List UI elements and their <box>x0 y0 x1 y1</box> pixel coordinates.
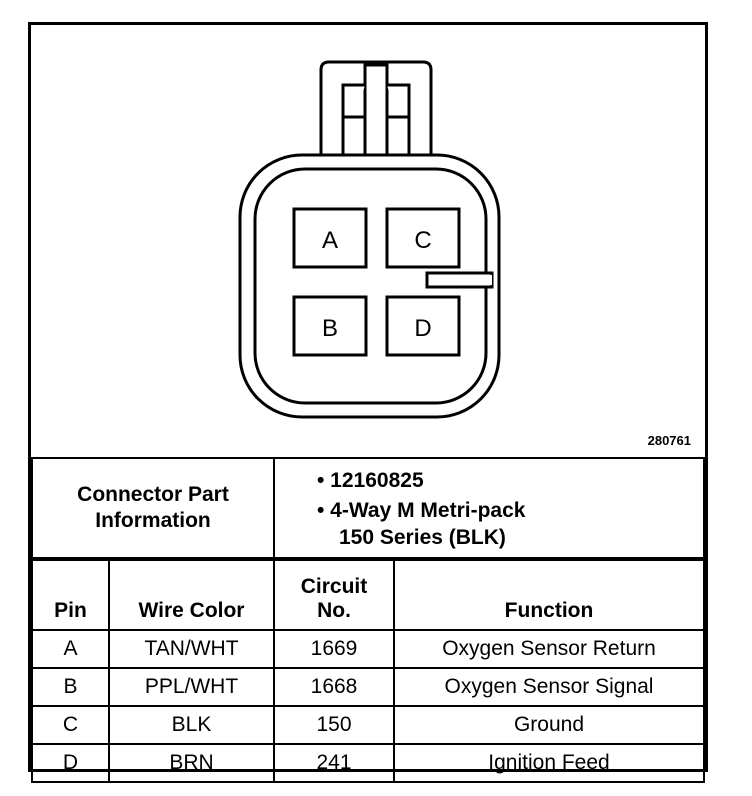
part-number: • 12160825 <box>317 469 424 492</box>
pin-cavity-d <box>385 295 461 357</box>
connector-info-table: Connector Part Information • 12160825 • … <box>31 457 705 559</box>
pin-cavity-b <box>292 295 368 357</box>
table-row: D BRN 241 Ignition Feed <box>31 743 705 783</box>
pin-label-c: C <box>414 227 431 254</box>
connector-info-label-line1: Connector Part <box>77 483 229 506</box>
function-cell: Ground <box>393 705 705 745</box>
pin-label-d: D <box>414 315 431 342</box>
circuit-cell: 241 <box>273 743 395 783</box>
header-circuit: Circuit No. <box>273 559 395 631</box>
table-row: A TAN/WHT 1669 Oxygen Sensor Return <box>31 629 705 669</box>
wire-color-cell: PPL/WHT <box>108 667 275 707</box>
circuit-cell: 1669 <box>273 629 395 669</box>
circuit-cell: 150 <box>273 705 395 745</box>
connector-drawing: A C B D <box>238 60 501 419</box>
pin-cell: D <box>31 743 110 783</box>
pin-label-b: B <box>322 315 338 342</box>
function-cell: Oxygen Sensor Return <box>393 629 705 669</box>
pinout-table: Pin Wire Color Circuit No. Function A TA… <box>31 559 705 783</box>
wire-color-cell: TAN/WHT <box>108 629 275 669</box>
lock-tab <box>319 60 433 165</box>
header-circuit-line1: Circuit <box>300 575 368 598</box>
connector-info-details: • 12160825 • 4-Way M Metri-pack 150 Seri… <box>273 457 705 559</box>
connector-series: 150 Series (BLK) <box>339 526 506 549</box>
pin-cavity-c <box>385 207 461 269</box>
function-cell: Ignition Feed <box>393 743 705 783</box>
figure-id: 280761 <box>647 433 691 448</box>
pin-cavity-a <box>292 207 368 269</box>
pin-cell: C <box>31 705 110 745</box>
header-wire-color: Wire Color <box>108 559 275 631</box>
table-row: B PPL/WHT 1668 Oxygen Sensor Signal <box>31 667 705 707</box>
header-circuit-line2: No. <box>317 599 351 622</box>
table-row: C BLK 150 Ground <box>31 705 705 745</box>
circuit-cell: 1668 <box>273 667 395 707</box>
keyway-slot <box>425 271 494 289</box>
header-function: Function <box>393 559 705 631</box>
header-pin: Pin <box>31 559 110 631</box>
connector-info-label-line2: Information <box>95 509 211 532</box>
pin-cell: B <box>31 667 110 707</box>
pinout-header-row: Pin Wire Color Circuit No. Function <box>31 559 705 631</box>
pin-cell: A <box>31 629 110 669</box>
pin-label-a: A <box>322 227 338 254</box>
connector-diagram: A C B D 280761 <box>31 25 705 457</box>
connector-type: • 4-Way M Metri-pack <box>317 499 526 522</box>
connector-info-label: Connector Part Information <box>31 457 275 559</box>
connector-card: A C B D 280761 Connector Part Informatio… <box>28 22 708 783</box>
wire-color-cell: BLK <box>108 705 275 745</box>
wire-color-cell: BRN <box>108 743 275 783</box>
function-cell: Oxygen Sensor Signal <box>393 667 705 707</box>
